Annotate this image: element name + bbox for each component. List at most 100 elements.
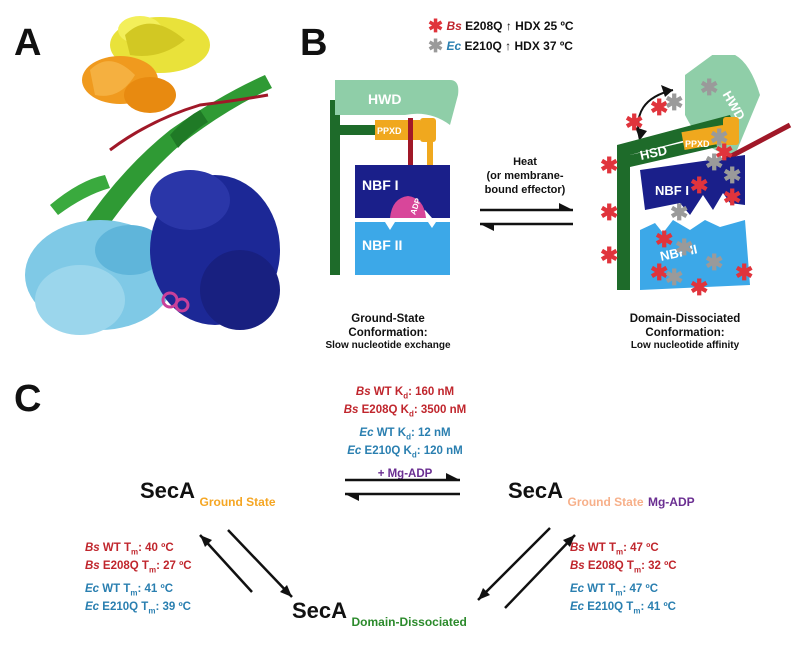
kd-block: Bs WT Kd: 160 nM Bs E208Q Kd: 3500 nM Ec… (330, 385, 480, 482)
ppxd-label: PPXD (377, 126, 402, 136)
hsd-label: HSD (345, 139, 375, 155)
legend-bs-species: Bs (446, 19, 462, 33)
tm-right-bs-mut: Bs E208Q Tm: 32 ºC (570, 560, 677, 575)
svg-text:✱: ✱ (665, 265, 683, 290)
ground-state-caption: Ground-State Conformation: Slow nucleoti… (318, 312, 458, 351)
dissociated-title-2: Conformation: (645, 327, 725, 339)
ppxd-red-strand (109, 93, 269, 152)
svg-text:✱: ✱ (700, 75, 718, 100)
kd-ec-wt: Ec WT Kd: 12 nM (359, 426, 451, 441)
panel-b-label: B (300, 22, 328, 64)
dissociated-title-1: Domain-Dissociated (629, 313, 741, 325)
equilibrium-arrows-top (345, 473, 460, 501)
tm-left-ec-mut: Ec E210Q Tm: 39 ºC (85, 600, 191, 616)
ppxd-domain-tilted (681, 124, 726, 150)
ppxd-label-tilted: PPXD (685, 139, 710, 149)
panel-c-label: C (14, 378, 42, 420)
secA-structure-illustration (25, 16, 280, 335)
hsd-label-tilted: HSD (638, 143, 668, 163)
legend-ec-species: Ec (446, 39, 462, 53)
helix-red (408, 118, 413, 170)
legend-ec-text: E210Q ↑ HDX 37 ºC (464, 39, 573, 53)
tm-left-bs-mut: Bs E208Q Tm: 27 ºC (85, 560, 192, 575)
svg-text:✱: ✱ (705, 250, 723, 275)
secA-dissociated: SecA Domain-Dissociated (292, 598, 467, 629)
nbf2-region-cyan (25, 220, 175, 335)
secA-bound-name: SecA (508, 478, 564, 503)
secA-ground: SecA Ground State (140, 478, 276, 509)
tm-left-ec-wt: Ec WT Tm: 41 ºC (85, 582, 174, 597)
svg-text:✱: ✱ (723, 185, 741, 210)
tm-right-ec-wt: Ec WT Tm: 47 ºC (570, 582, 659, 597)
svg-text:✱: ✱ (735, 260, 753, 285)
adp-ligand-magenta (161, 291, 190, 313)
nbf1-label-tilted: NBF I (655, 183, 689, 198)
legend-bs-text: E208Q ↑ HDX 25 ºC (465, 19, 574, 33)
equilibrium-arrows-left (199, 529, 293, 598)
nbf1-domain (355, 165, 450, 218)
svg-text:✱: ✱ (650, 260, 668, 285)
tm-right-block: Bs WT Tm: 47 ºC Bs E208Q Tm: 32 ºC Ec WT… (570, 541, 677, 618)
secA-ground-name: SecA (140, 478, 196, 503)
tm-left-bs-wt: Bs WT Tm: 40 ºC (85, 542, 174, 557)
star-icon: ✱ (428, 16, 444, 36)
secA-bound-ligand: Mg-ADP (647, 495, 695, 509)
heat-label: Heat (or membrane- bound effector) (470, 155, 580, 197)
nbf1-region-navy (150, 170, 280, 330)
secA-ground-state: Ground State (199, 495, 276, 509)
dissociated-state-schematic: HWD HSD PPXD NBF I NBF II ✱✱✱ ✱✱✱ ✱✱✱ ✱✱… (600, 55, 792, 300)
ground-state-title-1: Ground-State (351, 313, 425, 325)
adp-ligand (390, 196, 426, 218)
bs-hdx-stars: ✱✱✱ ✱✱✱ ✱✱✱ ✱✱✱ (600, 95, 753, 300)
svg-text:✱: ✱ (690, 275, 708, 300)
svg-text:✱: ✱ (705, 150, 723, 175)
tm-right-ec-mut: Ec E210Q Tm: 41 ºC (570, 600, 676, 616)
secA-bound-state: Ground State (567, 495, 644, 509)
svg-text:✱: ✱ (710, 125, 728, 150)
ground-state-sub: Slow nucleotide exchange (325, 340, 451, 351)
svg-text:✱: ✱ (600, 200, 618, 225)
nbf2-domain (355, 222, 450, 275)
heat-line-1: Heat (513, 156, 537, 168)
hsd-domain-tilted (617, 115, 735, 290)
dissociated-sub: Low nucleotide affinity (630, 340, 740, 351)
svg-text:✱: ✱ (675, 235, 693, 260)
equilibrium-arrows-right (477, 527, 576, 609)
legend-bs: ✱ Bs E208Q ↑ HDX 25 ºC (428, 16, 574, 37)
secA-dissociated-name: SecA (292, 598, 348, 623)
svg-text:✱: ✱ (625, 110, 643, 135)
svg-text:✱: ✱ (670, 200, 688, 225)
heat-line-2: (or membrane- (486, 170, 564, 182)
nbf2-domain-tilted (640, 220, 750, 290)
svg-text:✱: ✱ (723, 163, 741, 188)
heat-line-3: bound effector) (484, 184, 566, 196)
secA-dissociated-state: Domain-Dissociated (351, 615, 467, 629)
svg-text:✱: ✱ (665, 90, 683, 115)
panel-a-label: A (14, 22, 42, 64)
svg-text:✱: ✱ (650, 95, 668, 120)
svg-text:✱: ✱ (600, 153, 618, 178)
hwd-label: HWD (368, 91, 401, 107)
legend-ec: ✱ Ec E210Q ↑ HDX 37 ºC (428, 36, 573, 57)
hwd-domain (335, 80, 459, 125)
tm-left-block: Bs WT Tm: 40 ºC Bs E208Q Tm: 27 ºC Ec WT… (85, 541, 192, 618)
kd-bs-wt: Bs WT Kd: 160 nM (355, 386, 455, 401)
ground-state-title-2: Conformation: (348, 327, 428, 339)
kd-bs-mut: Bs E208Q Kd: 3500 nM (343, 404, 467, 419)
nbf1-domain-tilted (640, 155, 745, 215)
tm-right-bs-wt: Bs WT Tm: 47 ºC (570, 542, 659, 557)
equilibrium-arrows-b (480, 203, 573, 231)
svg-text:✱: ✱ (690, 173, 708, 198)
kd-ligand: + Mg-ADP (377, 468, 433, 481)
nbf2-label: NBF II (362, 237, 402, 253)
nbf1-label: NBF I (362, 177, 399, 193)
ground-state-schematic: HWD HSD PPXD NBF I ADP NBF II (330, 80, 459, 275)
star-icon: ✱ (428, 36, 444, 56)
svg-text:✱: ✱ (655, 227, 673, 252)
ec-hdx-stars: ✱✱✱ ✱✱✱ ✱✱✱ (665, 75, 741, 290)
dissociated-state-caption: Domain-Dissociated Conformation: Low nuc… (600, 312, 770, 351)
kd-ec-mut: Ec E210Q Kd: 120 nM (347, 444, 463, 460)
ppxd-region-orange (82, 56, 176, 113)
secA-bound: SecA Ground State Mg-ADP (508, 478, 695, 509)
